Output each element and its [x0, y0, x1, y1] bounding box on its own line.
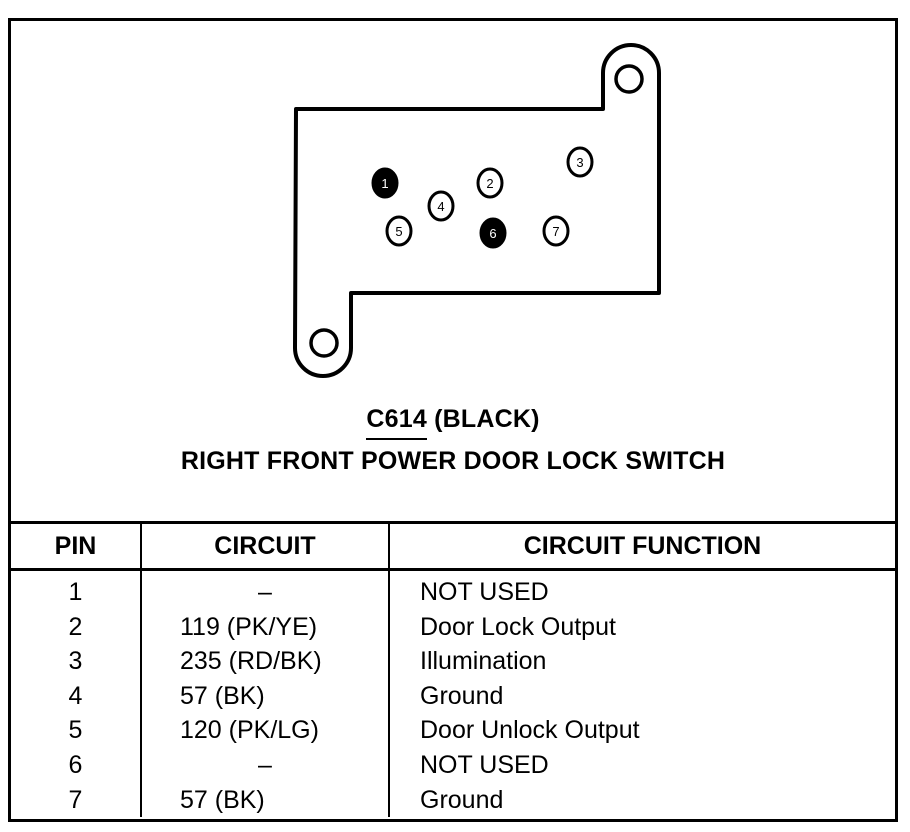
pin-label: 4	[437, 199, 444, 214]
pin-label: 2	[486, 176, 493, 191]
table-header-row: PIN CIRCUIT CIRCUIT FUNCTION	[11, 521, 895, 571]
pin-label: 1	[381, 176, 388, 191]
circuit-function: Door Unlock Output	[388, 713, 895, 748]
circuit-function: Ground	[388, 782, 895, 818]
diagram-frame: 1 2 3 4 5 6 7 C614 (BLACK) RIGHT FRONT POWER D…	[8, 18, 898, 822]
connector-title: C614 (BLACK)	[11, 405, 895, 440]
header-circuit: CIRCUIT	[140, 521, 389, 571]
connector-color: (BLACK)	[434, 405, 540, 433]
mounting-hole-bottom	[309, 328, 339, 358]
pin-number: 7	[68, 785, 83, 814]
pin-number: 3	[68, 647, 83, 676]
pin-cavity-1: 1	[371, 167, 399, 199]
table-row: 5 120 (PK/LG) Door Unlock Output	[11, 713, 895, 748]
pin-cavity-5: 5	[385, 215, 413, 247]
table-row: 7 57 (BK) Ground	[11, 782, 895, 818]
header-circuit-function: CIRCUIT FUNCTION	[388, 521, 895, 571]
circuit-code: –	[140, 747, 389, 783]
mounting-hole-top	[614, 64, 644, 94]
circuit-code: 120 (PK/LG)	[140, 713, 389, 748]
circuit-code: 57 (BK)	[140, 678, 389, 714]
pin-label: 5	[395, 224, 402, 239]
circuit-function: NOT USED	[388, 747, 895, 783]
pin-cavity-7: 7	[542, 215, 570, 247]
pin-table: PIN CIRCUIT CIRCUIT FUNCTION 1 – NOT USE…	[11, 521, 895, 818]
pin-number: 5	[68, 716, 83, 745]
table-row: 1 – NOT USED	[11, 569, 895, 610]
circuit-code: 57 (BK)	[140, 782, 389, 818]
pin-cavity-6: 6	[479, 217, 507, 249]
pin-cavity-2: 2	[476, 167, 504, 199]
circuit-code: –	[140, 569, 389, 610]
pin-label: 3	[576, 155, 583, 170]
circuit-function: Illumination	[388, 644, 895, 679]
connector-name: RIGHT FRONT POWER DOOR LOCK SWITCH	[180, 447, 726, 475]
table-row: 6 – NOT USED	[11, 747, 895, 783]
circuit-function: Ground	[388, 678, 895, 714]
connector-body	[293, 43, 661, 378]
pin-number: 2	[68, 612, 83, 641]
table-row: 4 57 (BK) Ground	[11, 678, 895, 714]
pin-number: 1	[68, 578, 83, 606]
connector-diagram: 1 2 3 4 5 6 7	[293, 43, 661, 378]
circuit-code: 119 (PK/YE)	[140, 609, 389, 645]
pin-cavity-3: 3	[566, 146, 594, 178]
connector-code: C614	[366, 405, 427, 440]
circuit-function: Door Lock Output	[388, 609, 895, 645]
pin-label: 7	[552, 224, 559, 239]
table-row: 3 235 (RD/BK) Illumination	[11, 644, 895, 679]
circuit-function: NOT USED	[388, 569, 895, 610]
pin-number: 6	[68, 750, 83, 779]
pin-cavity-4: 4	[427, 190, 455, 222]
table-row: 2 119 (PK/YE) Door Lock Output	[11, 609, 895, 645]
pin-number: 4	[68, 681, 83, 710]
circuit-code: 235 (RD/BK)	[140, 644, 389, 679]
pin-label: 6	[489, 226, 496, 241]
header-pin: PIN	[11, 521, 141, 571]
